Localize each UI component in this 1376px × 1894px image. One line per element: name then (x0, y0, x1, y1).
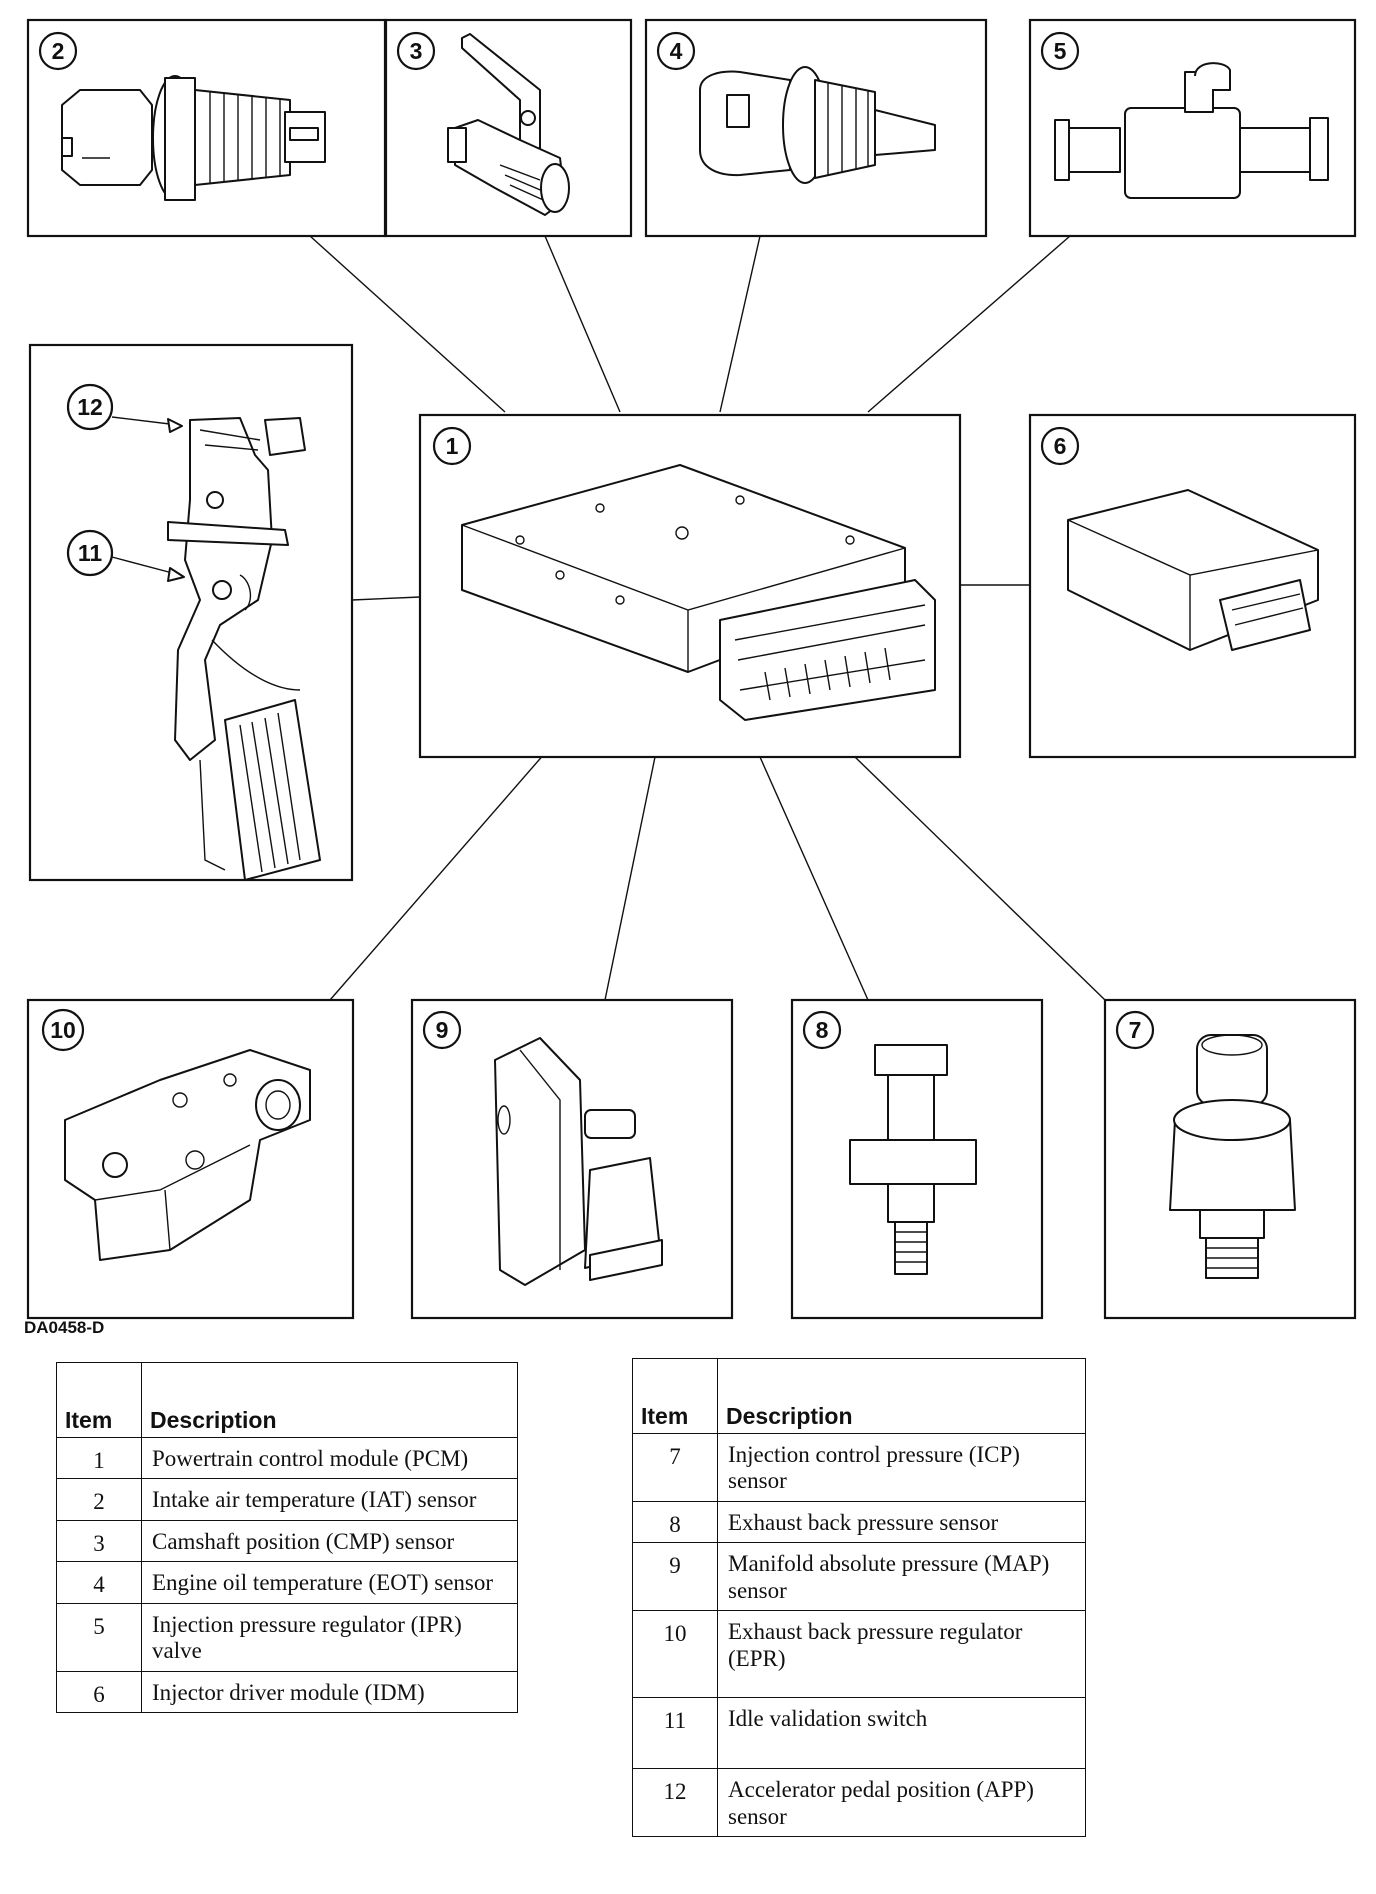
item-number: 4 (56, 1561, 142, 1604)
cmp-sensor-illustration (447, 33, 570, 216)
item-description: Injection pressure regulator (IPR) valve (141, 1602, 518, 1672)
description-column-header: Description (141, 1362, 518, 1438)
callout-2: 2 (38, 31, 78, 71)
callout-8: 8 (802, 1010, 842, 1050)
item-description: Exhaust back pressure regulator (EPR) (717, 1610, 1086, 1699)
item-description: Injector driver module (IDM) (141, 1670, 518, 1714)
map-sensor-illustration (494, 1037, 663, 1286)
item-description: Intake air temperature (IAT) sensor (141, 1478, 518, 1521)
icp-sensor-illustration (1169, 1034, 1296, 1279)
item-number: 9 (632, 1542, 718, 1612)
legend-header-row: Item Description (632, 1358, 1086, 1434)
exhaust-back-pressure-sensor-illustration (849, 1044, 977, 1275)
iat-sensor-illustration (61, 75, 326, 201)
item-column-header: Item (632, 1358, 718, 1434)
component-box-5 (1028, 18, 1357, 238)
callout-5: 5 (1040, 31, 1080, 71)
item-number: 1 (56, 1436, 142, 1480)
callout-9: 9 (422, 1010, 462, 1050)
item-description: Idle validation switch (717, 1697, 1086, 1770)
item-description: Accelerator pedal position (APP) sensor (717, 1768, 1086, 1838)
description-column-header: Description (717, 1358, 1086, 1434)
component-box-9 (410, 998, 734, 1320)
callout-3: 3 (396, 31, 436, 71)
item-number: 2 (56, 1478, 142, 1521)
callout-11: 11 (66, 529, 114, 577)
item-number: 11 (632, 1697, 718, 1770)
item-description: Engine oil temperature (EOT) sensor (141, 1561, 518, 1604)
component-box-10 (26, 998, 355, 1320)
callout-7: 7 (1115, 1010, 1155, 1050)
callout-4: 4 (656, 31, 696, 71)
callout-10: 10 (41, 1008, 85, 1052)
svg-text:6: 6 (1054, 433, 1067, 459)
item-description: Powertrain control module (PCM) (141, 1436, 518, 1480)
svg-text:3: 3 (410, 38, 423, 64)
component-box-4 (644, 18, 988, 238)
svg-text:8: 8 (816, 1017, 829, 1043)
item-number: 12 (632, 1768, 718, 1838)
epr-illustration (64, 1049, 311, 1261)
eot-sensor-illustration (699, 66, 936, 184)
svg-text:2: 2 (52, 38, 65, 64)
item-number: 6 (56, 1670, 142, 1714)
component-box-1 (418, 413, 962, 759)
item-description: Injection control pressure (ICP) sensor (717, 1433, 1086, 1502)
component-box-8 (790, 998, 1044, 1320)
component-location-diagram: 2 3 4 5 12 11 1 6 10 9 8 7 (26, 18, 1357, 1320)
svg-text:9: 9 (436, 1017, 449, 1043)
pcm-illustration (461, 464, 936, 721)
component-box-2 (26, 18, 387, 238)
item-number: 8 (632, 1500, 718, 1544)
item-description: Exhaust back pressure sensor (717, 1500, 1086, 1544)
svg-text:10: 10 (50, 1017, 76, 1043)
component-box-6 (1028, 413, 1357, 759)
accelerator-pedal-illustration (167, 417, 321, 881)
svg-text:12: 12 (77, 394, 103, 420)
item-number: 7 (632, 1433, 718, 1502)
callout-1: 1 (432, 426, 472, 466)
item-column-header: Item (56, 1362, 142, 1438)
figure-id: DA0458-D (24, 1318, 105, 1337)
callout-6: 6 (1040, 426, 1080, 466)
idm-illustration (1067, 489, 1319, 651)
item-description: Camshaft position (CMP) sensor (141, 1519, 518, 1563)
item-number: 5 (56, 1602, 142, 1672)
component-box-11-12 (28, 343, 354, 882)
svg-text:5: 5 (1054, 38, 1067, 64)
legend-header-row: Item Description (56, 1362, 518, 1438)
svg-text:1: 1 (446, 433, 459, 459)
svg-text:7: 7 (1129, 1017, 1142, 1043)
component-box-7 (1103, 998, 1357, 1320)
svg-text:4: 4 (670, 38, 683, 64)
item-description: Manifold absolute pressure (MAP) sensor (717, 1542, 1086, 1612)
item-number: 10 (632, 1610, 718, 1699)
svg-text:11: 11 (78, 540, 103, 566)
callout-12: 12 (66, 383, 114, 431)
item-number: 3 (56, 1519, 142, 1563)
ipr-valve-illustration (1054, 62, 1329, 199)
